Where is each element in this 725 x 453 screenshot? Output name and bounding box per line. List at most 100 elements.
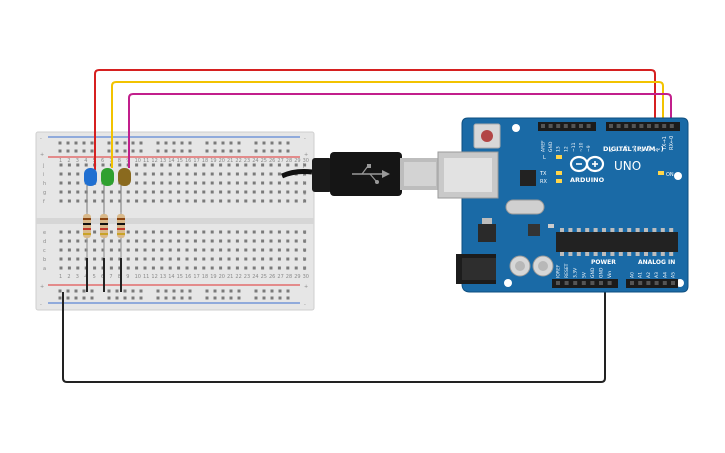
breadboard-hole[interactable] (177, 199, 181, 203)
rail-hole[interactable] (213, 141, 217, 145)
breadboard-hole[interactable] (151, 239, 155, 243)
header-pin[interactable] (548, 124, 553, 128)
breadboard-hole[interactable] (126, 230, 130, 234)
breadboard-hole[interactable] (210, 199, 214, 203)
breadboard-hole[interactable] (185, 190, 189, 194)
breadboard-hole[interactable] (177, 257, 181, 261)
rail-hole[interactable] (131, 289, 135, 293)
header-pin[interactable] (647, 124, 651, 128)
breadboard-hole[interactable] (93, 199, 97, 203)
rail-hole[interactable] (270, 149, 274, 153)
rail-hole[interactable] (90, 149, 94, 153)
breadboard-hole[interactable] (160, 163, 164, 167)
rail-hole[interactable] (270, 289, 274, 293)
breadboard-hole[interactable] (126, 190, 130, 194)
breadboard-hole[interactable] (76, 230, 80, 234)
breadboard-hole[interactable] (177, 230, 181, 234)
breadboard-hole[interactable] (277, 199, 281, 203)
rail-hole[interactable] (213, 296, 217, 300)
breadboard-hole[interactable] (202, 181, 206, 185)
rail-hole[interactable] (188, 141, 192, 145)
header-pin[interactable] (586, 124, 591, 128)
header-pin[interactable] (609, 124, 613, 128)
breadboard-hole[interactable] (244, 190, 248, 194)
breadboard-hole[interactable] (294, 181, 298, 185)
rail-hole[interactable] (164, 149, 168, 153)
rail-hole[interactable] (115, 141, 119, 145)
breadboard-hole[interactable] (227, 230, 231, 234)
breadboard-hole[interactable] (277, 230, 281, 234)
header-pin[interactable] (630, 281, 634, 285)
breadboard-hole[interactable] (210, 163, 214, 167)
breadboard-hole[interactable] (67, 257, 71, 261)
header-pin[interactable] (639, 124, 644, 128)
breadboard-hole[interactable] (294, 230, 298, 234)
breadboard-hole[interactable] (84, 248, 88, 252)
breadboard-hole[interactable] (177, 172, 181, 176)
breadboard-hole[interactable] (151, 181, 155, 185)
header-pin[interactable] (624, 124, 629, 128)
breadboard-hole[interactable] (185, 239, 189, 243)
breadboard-hole[interactable] (135, 248, 139, 252)
breadboard-hole[interactable] (210, 230, 214, 234)
rail-hole[interactable] (107, 296, 111, 300)
breadboard-hole[interactable] (185, 248, 189, 252)
breadboard-hole[interactable] (286, 248, 290, 252)
breadboard-hole[interactable] (210, 239, 214, 243)
breadboard-hole[interactable] (244, 163, 248, 167)
breadboard-hole[interactable] (269, 257, 273, 261)
rail-hole[interactable] (131, 149, 135, 153)
breadboard-hole[interactable] (193, 172, 197, 176)
rail-hole[interactable] (221, 141, 225, 145)
breadboard-hole[interactable] (277, 190, 281, 194)
resistor-3[interactable] (117, 210, 125, 258)
rail-hole[interactable] (205, 149, 209, 153)
breadboard-hole[interactable] (135, 199, 139, 203)
header-pin[interactable] (564, 281, 569, 285)
breadboard-hole[interactable] (303, 230, 307, 234)
breadboard-hole[interactable] (118, 163, 122, 167)
rail-hole[interactable] (156, 289, 160, 293)
breadboard-hole[interactable] (303, 239, 307, 243)
breadboard-hole[interactable] (135, 190, 139, 194)
breadboard-hole[interactable] (277, 181, 281, 185)
rail-hole[interactable] (164, 141, 168, 145)
rail-hole[interactable] (262, 289, 266, 293)
breadboard-hole[interactable] (177, 266, 181, 270)
breadboard-hole[interactable] (135, 257, 139, 261)
yellow-wire[interactable] (111, 81, 664, 168)
rail-hole[interactable] (278, 141, 282, 145)
rail-hole[interactable] (164, 296, 168, 300)
breadboard-hole[interactable] (101, 190, 105, 194)
breadboard-hole[interactable] (303, 257, 307, 261)
rail-hole[interactable] (278, 289, 282, 293)
header-pin[interactable] (654, 281, 659, 285)
green-led[interactable] (101, 168, 114, 212)
breadboard-hole[interactable] (294, 190, 298, 194)
breadboard-hole[interactable] (126, 266, 130, 270)
breadboard-hole[interactable] (227, 172, 231, 176)
breadboard-hole[interactable] (59, 266, 63, 270)
breadboard-hole[interactable] (160, 230, 164, 234)
breadboard-hole[interactable] (160, 181, 164, 185)
header-pin[interactable] (556, 281, 560, 285)
breadboard-hole[interactable] (59, 199, 63, 203)
breadboard-hole[interactable] (202, 172, 206, 176)
rail-hole[interactable] (286, 289, 290, 293)
rail-hole[interactable] (229, 289, 233, 293)
breadboard-hole[interactable] (269, 266, 273, 270)
rail-hole[interactable] (205, 141, 209, 145)
breadboard-hole[interactable] (160, 239, 164, 243)
breadboard-hole[interactable] (193, 230, 197, 234)
resistor-2[interactable] (100, 210, 108, 258)
breadboard-hole[interactable] (235, 266, 239, 270)
rail-hole[interactable] (172, 296, 176, 300)
header-pin[interactable] (671, 281, 675, 285)
breadboard-hole[interactable] (210, 172, 214, 176)
breadboard-hole[interactable] (235, 172, 239, 176)
breadboard-hole[interactable] (219, 239, 223, 243)
header-pin[interactable] (599, 281, 603, 285)
breadboard-hole[interactable] (109, 190, 113, 194)
rail-hole[interactable] (229, 296, 233, 300)
breadboard-hole[interactable] (235, 190, 239, 194)
